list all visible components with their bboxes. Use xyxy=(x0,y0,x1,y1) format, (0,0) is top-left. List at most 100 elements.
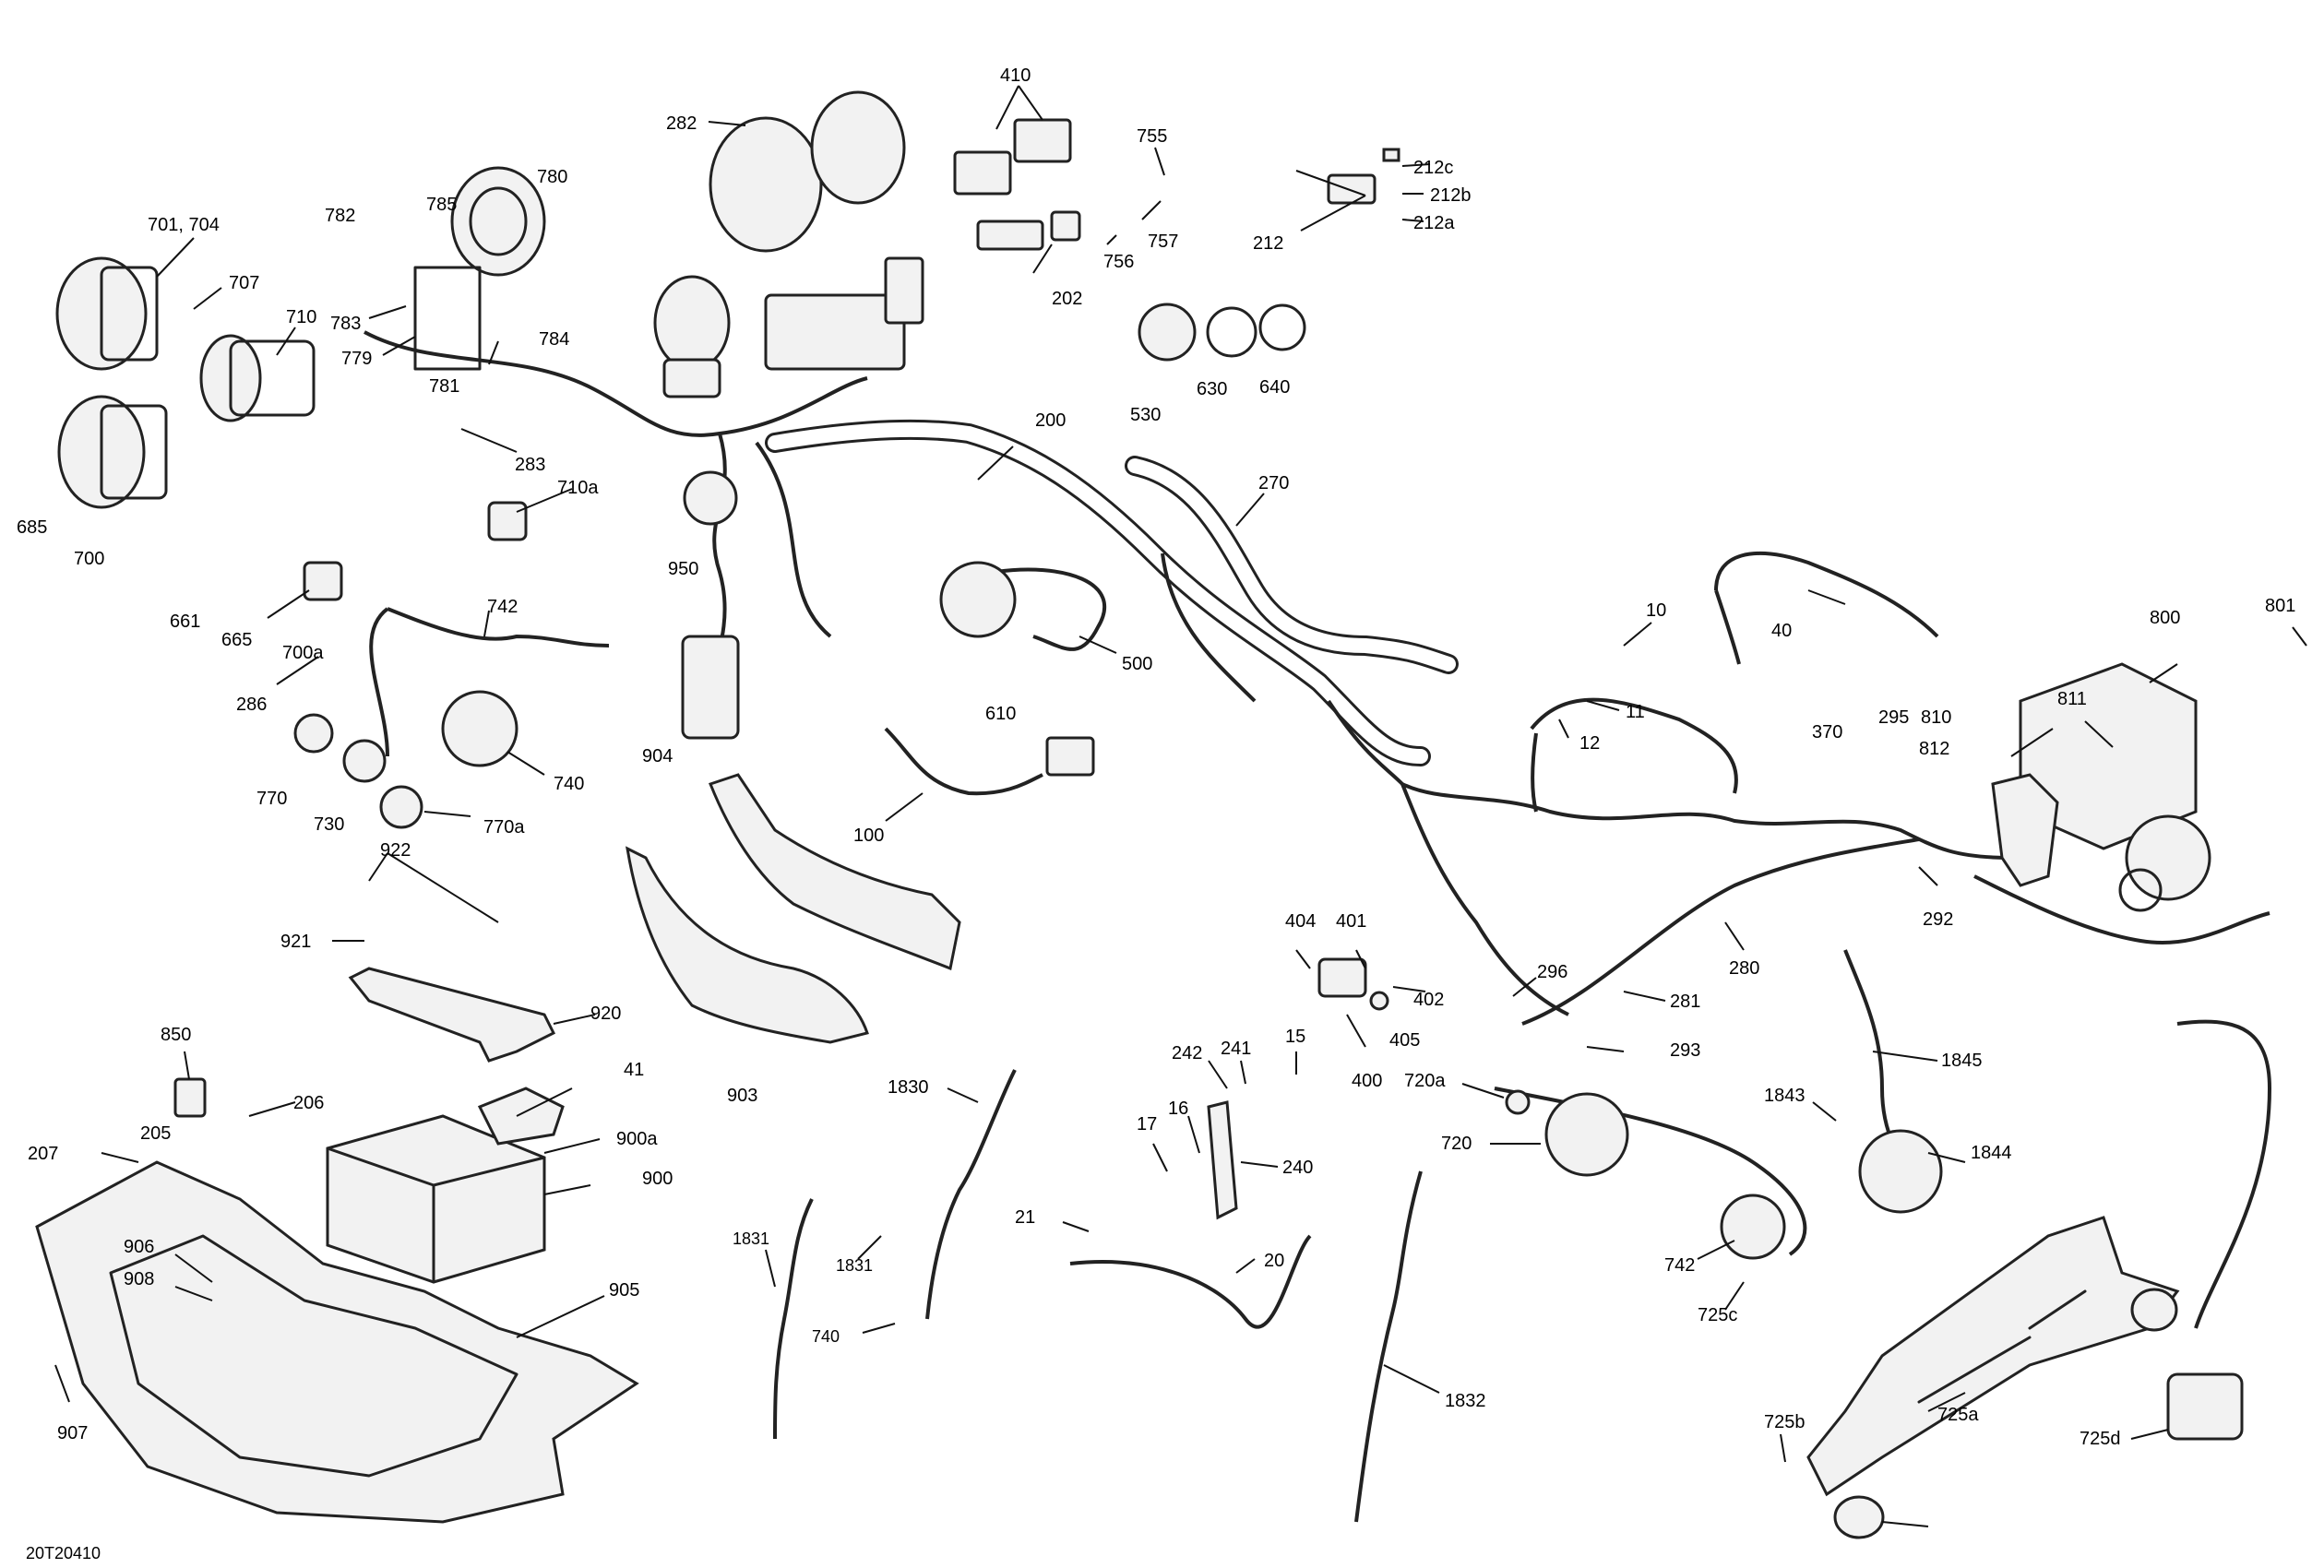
light-740-right xyxy=(1720,1194,1786,1260)
sensor-1832 xyxy=(773,1198,814,1440)
label-779: 779 xyxy=(341,349,372,369)
module-left-500 xyxy=(681,635,740,740)
label-903: 903 xyxy=(727,1086,757,1106)
label-811: 811 xyxy=(2057,689,2087,709)
label-400: 400 xyxy=(1352,1071,1382,1091)
ring-640 xyxy=(1258,303,1306,351)
label-756: 756 xyxy=(1103,252,1134,272)
label-40: 40 xyxy=(1771,621,1792,641)
ring-630 xyxy=(1206,306,1257,358)
label-906: 906 xyxy=(124,1237,154,1257)
bracket-240 xyxy=(1207,1100,1238,1220)
label-770: 770 xyxy=(256,789,287,809)
label-11: 11 xyxy=(1626,702,1645,722)
label-21: 21 xyxy=(1015,1207,1035,1228)
label-700: 700 xyxy=(74,549,104,569)
light-701-704 xyxy=(55,256,159,371)
label-801: 801 xyxy=(2265,596,2295,616)
label-921: 921 xyxy=(280,932,311,952)
connector-610 xyxy=(1045,736,1095,777)
label-740-right: 742 xyxy=(1664,1255,1695,1276)
label-904: 904 xyxy=(642,746,673,766)
label-10: 10 xyxy=(1646,600,1666,621)
label-742-right: 725c xyxy=(1698,1305,1737,1325)
label-783: 783 xyxy=(330,314,361,334)
label-742-left: 742 xyxy=(487,597,518,617)
bracket-920 xyxy=(348,967,556,1063)
label-630: 630 xyxy=(1197,379,1227,399)
sensor-1830-lower xyxy=(1354,1170,1423,1523)
hose-270 xyxy=(1125,456,1459,674)
socket-730 xyxy=(342,739,387,783)
fuses-202 xyxy=(976,210,1081,251)
label-17: 17 xyxy=(1137,1114,1157,1134)
label-710a: 710a xyxy=(557,478,599,498)
harness-10 xyxy=(1530,697,1738,794)
label-1843: 1843 xyxy=(1764,1086,1806,1106)
label-850: 850 xyxy=(161,1025,191,1045)
label-665: 665 xyxy=(221,630,252,650)
harness-100 xyxy=(884,727,1043,796)
label-900a: 900a xyxy=(616,1129,658,1149)
label-270: 270 xyxy=(1258,473,1289,493)
label-907: 907 xyxy=(57,1423,88,1443)
shield-904 xyxy=(709,773,961,971)
bracket-779 xyxy=(413,266,482,371)
label-292: 292 xyxy=(1923,909,1953,930)
label-207: 207 xyxy=(28,1144,58,1164)
label-610: 610 xyxy=(985,704,1016,724)
label-370: 370 xyxy=(1812,722,1842,742)
socket-710a xyxy=(487,501,528,541)
label-212a: 212a xyxy=(1413,213,1455,233)
label-202: 202 xyxy=(1052,289,1082,309)
label-920: 920 xyxy=(590,1004,621,1024)
ring-right-800 xyxy=(2118,868,2163,912)
label-785: 785 xyxy=(426,195,457,215)
label-640: 640 xyxy=(1259,377,1290,398)
label-700a: 700a xyxy=(282,643,324,663)
label-212c: 212c xyxy=(1413,158,1453,178)
fuse-850 xyxy=(173,1077,207,1118)
label-20: 20 xyxy=(1264,1251,1284,1271)
tray-905-inner xyxy=(109,1234,518,1478)
label-242: 242 xyxy=(1172,1043,1202,1063)
harness-40-branch xyxy=(1714,589,1741,665)
label-770a: 770a xyxy=(483,817,525,837)
label-282: 282 xyxy=(666,113,697,134)
nut-405 xyxy=(1369,991,1389,1011)
label-725a: 725d xyxy=(2080,1429,2121,1449)
label-241: 241 xyxy=(1221,1039,1251,1059)
label-725b: 725a xyxy=(1937,1405,1979,1425)
cover-41 xyxy=(477,1087,565,1146)
light-right-800 xyxy=(2125,814,2211,901)
shield-903 xyxy=(626,846,869,1044)
label-15: 15 xyxy=(1285,1027,1305,1047)
light-720 xyxy=(1544,1092,1629,1177)
label-296: 296 xyxy=(1537,962,1567,982)
label-1831: 740 xyxy=(812,1327,840,1346)
label-812: 812 xyxy=(1919,739,1949,759)
harness-500 xyxy=(995,567,1106,651)
switch-500 xyxy=(939,561,1017,638)
label-782: 782 xyxy=(325,206,355,226)
label-725c: 725b xyxy=(1764,1412,1806,1432)
label-1832: 1831 xyxy=(836,1256,873,1275)
label-757: 757 xyxy=(1148,232,1178,252)
label-720: 720 xyxy=(1441,1134,1472,1154)
label-810: 810 xyxy=(1921,707,1951,728)
harness-1845 xyxy=(2176,1019,2272,1329)
label-530: 530 xyxy=(1130,405,1161,425)
label-410: 410 xyxy=(1000,65,1031,86)
cap-725d xyxy=(1833,1495,1885,1539)
light-710 xyxy=(199,334,316,422)
label-661: 661 xyxy=(170,612,200,632)
label-908: 908 xyxy=(124,1269,154,1289)
label-293: 293 xyxy=(1670,1040,1700,1061)
label-280: 280 xyxy=(1729,958,1759,979)
diagram-reference: 20T20410 xyxy=(26,1544,101,1562)
label-404: 404 xyxy=(1285,911,1316,932)
label-1832-left: 1831 xyxy=(733,1229,769,1248)
light-1843 xyxy=(1858,1129,1943,1214)
label-402: 402 xyxy=(1413,990,1444,1010)
